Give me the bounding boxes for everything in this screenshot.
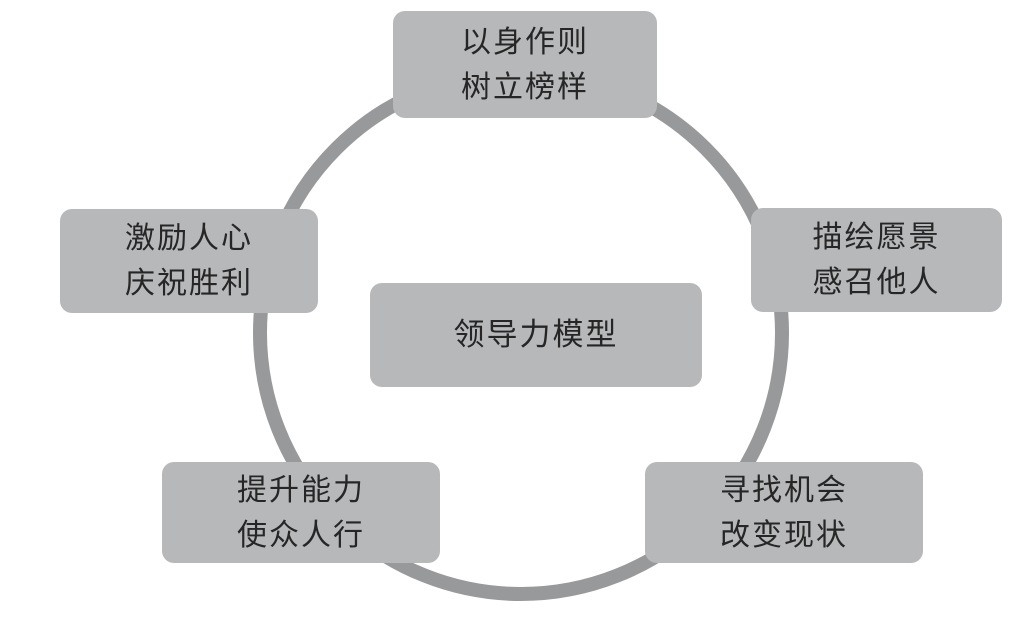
node-label-line1: 提升能力	[237, 472, 365, 508]
center-title-label: 领导力模型	[453, 316, 619, 353]
node-label-line1: 激励人心	[125, 221, 253, 256]
node-center-title: 领导力模型	[370, 283, 702, 387]
node-inspire-shared-vision: 描绘愿景 感召他人	[751, 208, 1002, 312]
node-lead-by-example: 以身作则 树立榜样	[393, 11, 657, 118]
node-label-line2: 庆祝胜利	[125, 266, 253, 301]
node-seek-opportunities: 寻找机会 改变现状	[645, 462, 923, 563]
node-label-line2: 感召他人	[812, 265, 941, 300]
node-label-line1: 寻找机会	[720, 472, 848, 508]
node-label-line1: 描绘愿景	[812, 220, 941, 255]
node-label-line1: 以身作则	[461, 24, 589, 60]
node-label-line2: 使众人行	[237, 517, 365, 553]
node-label-line2: 改变现状	[720, 517, 848, 553]
node-enable-others-to-act: 提升能力 使众人行	[162, 462, 440, 563]
node-encourage-the-heart: 激励人心 庆祝胜利	[60, 209, 318, 313]
node-label-line2: 树立榜样	[461, 69, 589, 105]
